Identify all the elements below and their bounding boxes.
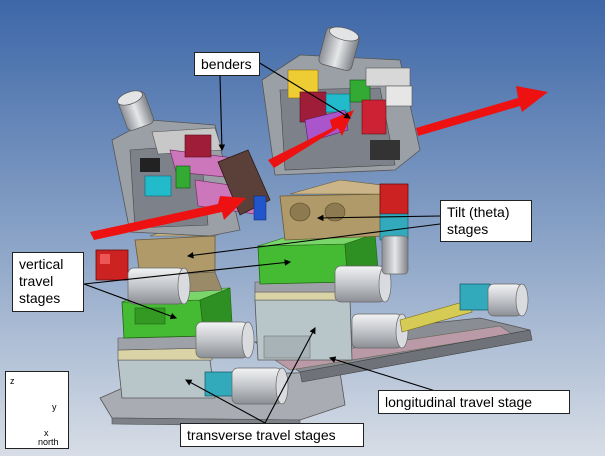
left-motor-cylinder (195, 321, 255, 359)
label-benders: benders (194, 52, 260, 76)
left-horizontal-motor (127, 267, 191, 305)
right-motor-cylinder (334, 265, 392, 303)
leader-lines (83, 61, 446, 424)
label-longitudinal-travel-stage: longitudinal travel stage (378, 390, 570, 414)
label-vertical-travel-stages: vertical travel stages (12, 252, 84, 312)
label-transverse-travel-stages: transverse travel stages (180, 423, 364, 447)
right-top-motor (318, 26, 360, 71)
left-red-motor (95, 249, 129, 281)
label-transverse-text: transverse travel stages (187, 427, 336, 443)
axis-x-label: x (44, 428, 49, 438)
label-vertical-line1: vertical (19, 256, 64, 272)
label-tilt-line2: stages (447, 221, 489, 237)
label-vertical-line3: stages (19, 290, 61, 306)
axis-y-label: y (52, 402, 57, 412)
x-ray-beam (90, 86, 548, 240)
label-vertical-line2: travel (19, 273, 54, 289)
axis-north-label: north (38, 437, 59, 447)
label-benders-text: benders (201, 56, 252, 72)
right-side-motor (381, 235, 409, 275)
axis-z-label: z (10, 376, 15, 386)
label-longitudinal-text: longitudinal travel stage (385, 394, 533, 410)
label-tilt-line1: Tilt (theta) (447, 204, 510, 220)
longitudinal-drive (351, 283, 529, 349)
label-tilt-stages: Tilt (theta) stages (440, 200, 532, 242)
left-lower-stage (117, 335, 216, 399)
axes-legend-box: z y x north (5, 371, 69, 449)
transverse-drive (204, 367, 289, 405)
right-lower-stage (254, 281, 353, 361)
left-top-motor (117, 90, 154, 131)
